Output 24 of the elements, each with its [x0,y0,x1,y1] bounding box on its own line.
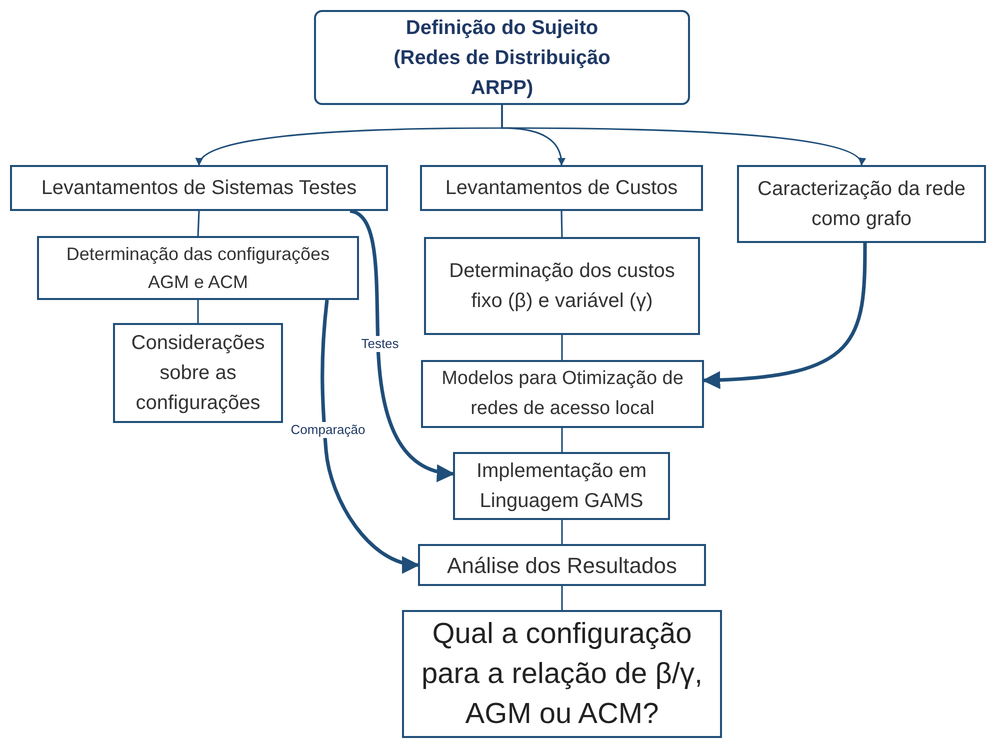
process-box: Determinação das configurações AGM e ACM [37,236,359,300]
process-box: Considerações sobre as configurações [113,323,283,423]
connector-line [561,335,563,360]
edge-label: Testes [359,336,401,352]
connector-line [197,210,200,236]
connector-line [197,300,199,323]
arrow [320,300,420,572]
arrow [702,242,867,389]
arrow [349,209,455,481]
connector-line [561,428,563,452]
connector-line [561,520,563,544]
connector-line [560,210,563,238]
process-box: Qual a configuração para a relação de β/γ, AGM ou ACM? [402,610,722,738]
process-box: Implementação em Linguagem GAMS [453,452,670,520]
connector-line [561,586,563,610]
process-box: Definição do Sujeito (Redes de Distribuição ARPP) [314,10,690,105]
process-box: Levantamentos de Custos [420,165,703,211]
process-box: Levantamentos de Sistemas Testes [10,165,388,211]
edge-label: Comparação [288,422,368,438]
process-box: Determinação dos custos fixo (β) e variável (γ) [424,237,700,335]
process-box: Caracterização da rede como grafo [737,165,986,243]
process-box: Análise dos Resultados [418,544,706,586]
arrow [501,105,864,166]
process-box: Modelos para Otimização de redes de acesso local [421,360,704,428]
